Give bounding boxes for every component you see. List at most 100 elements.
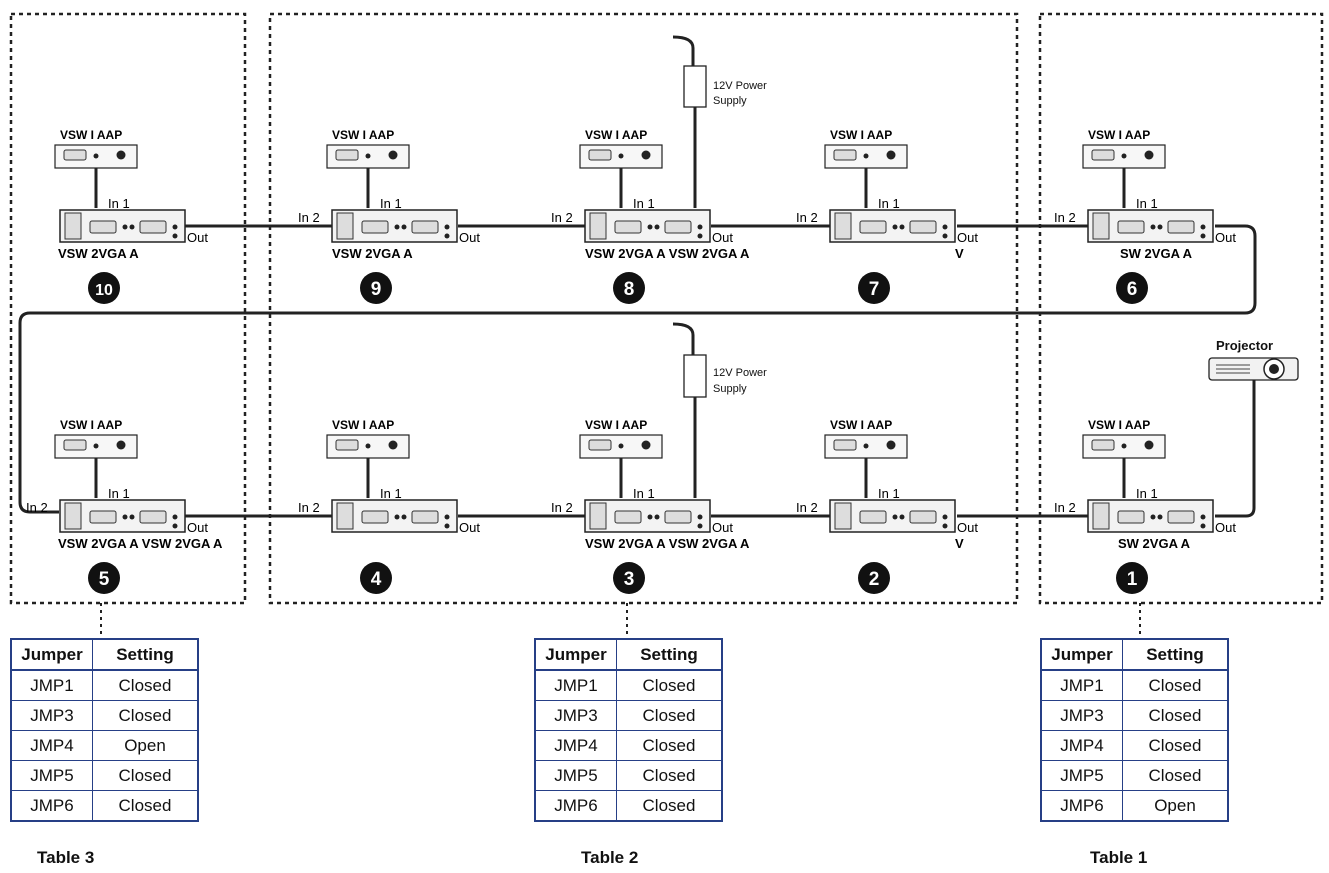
- aap-label: VSW I AAP: [830, 418, 892, 432]
- unit-model-label: VSW 2VGA A VSW 2VGA A: [58, 536, 223, 551]
- table-caption: Table 3: [37, 848, 95, 867]
- in2-label: In 2: [551, 210, 573, 225]
- in1-label: In 1: [1136, 486, 1158, 501]
- group-box-right: [1038, 12, 1324, 605]
- jumper-cell: JMP3: [1040, 700, 1123, 731]
- jumper-cell: JMP5: [1040, 760, 1123, 791]
- aap-label: VSW I AAP: [332, 128, 394, 142]
- unit-model-label: VSW 2VGA A VSW 2VGA A: [585, 246, 750, 261]
- in1-label: In 1: [633, 196, 655, 211]
- out-label: Out: [1215, 230, 1236, 245]
- power-supply-bottom: 12V Power Supply: [672, 322, 767, 398]
- in2-label: In 2: [26, 500, 48, 515]
- projector-label: Projector: [1216, 338, 1273, 353]
- jumper-cell: JMP4: [10, 730, 93, 761]
- table-header: Setting: [1122, 638, 1229, 671]
- out-label: Out: [459, 520, 480, 535]
- aap-label: VSW I AAP: [585, 418, 647, 432]
- unit-model-label: V: [955, 536, 964, 551]
- aap-label: VSW I AAP: [585, 128, 647, 142]
- unit-model-label: SW 2VGA A: [1118, 536, 1191, 551]
- table-header: Jumper: [1040, 638, 1123, 671]
- unit-model-label: VSW 2VGA A VSW 2VGA A: [585, 536, 750, 551]
- setting-cell: Open: [92, 730, 199, 761]
- in2-label: In 2: [796, 210, 818, 225]
- jumper-cell: JMP6: [534, 790, 617, 822]
- setting-cell: Closed: [616, 700, 723, 731]
- setting-cell: Open: [1122, 790, 1229, 822]
- unit-number-badge: [360, 562, 392, 594]
- setting-cell: Closed: [1122, 760, 1229, 791]
- unit-number-badge: [1116, 562, 1148, 594]
- out-label: Out: [957, 230, 978, 245]
- setting-cell: Closed: [92, 700, 199, 731]
- in2-label: In 2: [1054, 500, 1076, 515]
- unit-number: 8: [624, 279, 635, 300]
- unit-number: 6: [1127, 279, 1138, 300]
- unit-number-badge: [88, 562, 120, 594]
- unit-model-label: VSW 2VGA A: [58, 246, 139, 261]
- jumper-cell: JMP4: [1040, 730, 1123, 761]
- out-label: Out: [459, 230, 480, 245]
- aap-label: VSW I AAP: [332, 418, 394, 432]
- group-box-left: [9, 12, 247, 605]
- setting-cell: Closed: [616, 669, 723, 701]
- unit-number-badge: [613, 272, 645, 304]
- table-header: Setting: [616, 638, 723, 671]
- unit-model-label: V: [955, 246, 964, 261]
- aap-label: VSW I AAP: [830, 128, 892, 142]
- jumper-cell: JMP6: [1040, 790, 1123, 822]
- unit-number: 7: [869, 279, 880, 300]
- unit-number-badge: [858, 562, 890, 594]
- power-supply-label: 12V Power: [713, 80, 767, 92]
- table-caption: Table 2: [581, 848, 639, 867]
- in1-label: In 1: [633, 486, 655, 501]
- in1-label: In 1: [878, 486, 900, 501]
- unit-number-badge: [858, 272, 890, 304]
- in1-label: In 1: [380, 196, 402, 211]
- unit-model-label: VSW 2VGA A: [332, 246, 413, 261]
- unit-number: 9: [371, 279, 382, 300]
- power-supply-label: 12V Power: [713, 367, 767, 379]
- power-supply-label: Supply: [713, 383, 747, 395]
- in2-label: In 2: [1054, 210, 1076, 225]
- unit-number-badge: [1116, 272, 1148, 304]
- table-header: Jumper: [10, 638, 93, 671]
- aap-label: VSW I AAP: [60, 418, 122, 432]
- in1-label: In 1: [878, 196, 900, 211]
- jumper-cell: JMP3: [10, 700, 93, 731]
- setting-cell: Closed: [1122, 669, 1229, 701]
- jumper-cell: JMP1: [534, 669, 617, 701]
- in2-label: In 2: [298, 210, 320, 225]
- aap-label: VSW I AAP: [60, 128, 122, 142]
- unit-number: 5: [99, 569, 110, 590]
- out-label: Out: [712, 230, 733, 245]
- in1-label: In 1: [108, 196, 130, 211]
- unit-number: 3: [624, 569, 635, 590]
- aap-label: VSW I AAP: [1088, 418, 1150, 432]
- jumper-cell: JMP5: [10, 760, 93, 791]
- unit-number-badge: [360, 272, 392, 304]
- out-label: Out: [187, 520, 208, 535]
- in2-label: In 2: [796, 500, 818, 515]
- unit-number: 4: [371, 569, 382, 590]
- unit-number-badge: [88, 272, 120, 304]
- power-supply-label: Supply: [713, 95, 747, 107]
- table-header: Jumper: [534, 638, 617, 671]
- setting-cell: Closed: [92, 790, 199, 822]
- unit-number: 10: [95, 282, 113, 299]
